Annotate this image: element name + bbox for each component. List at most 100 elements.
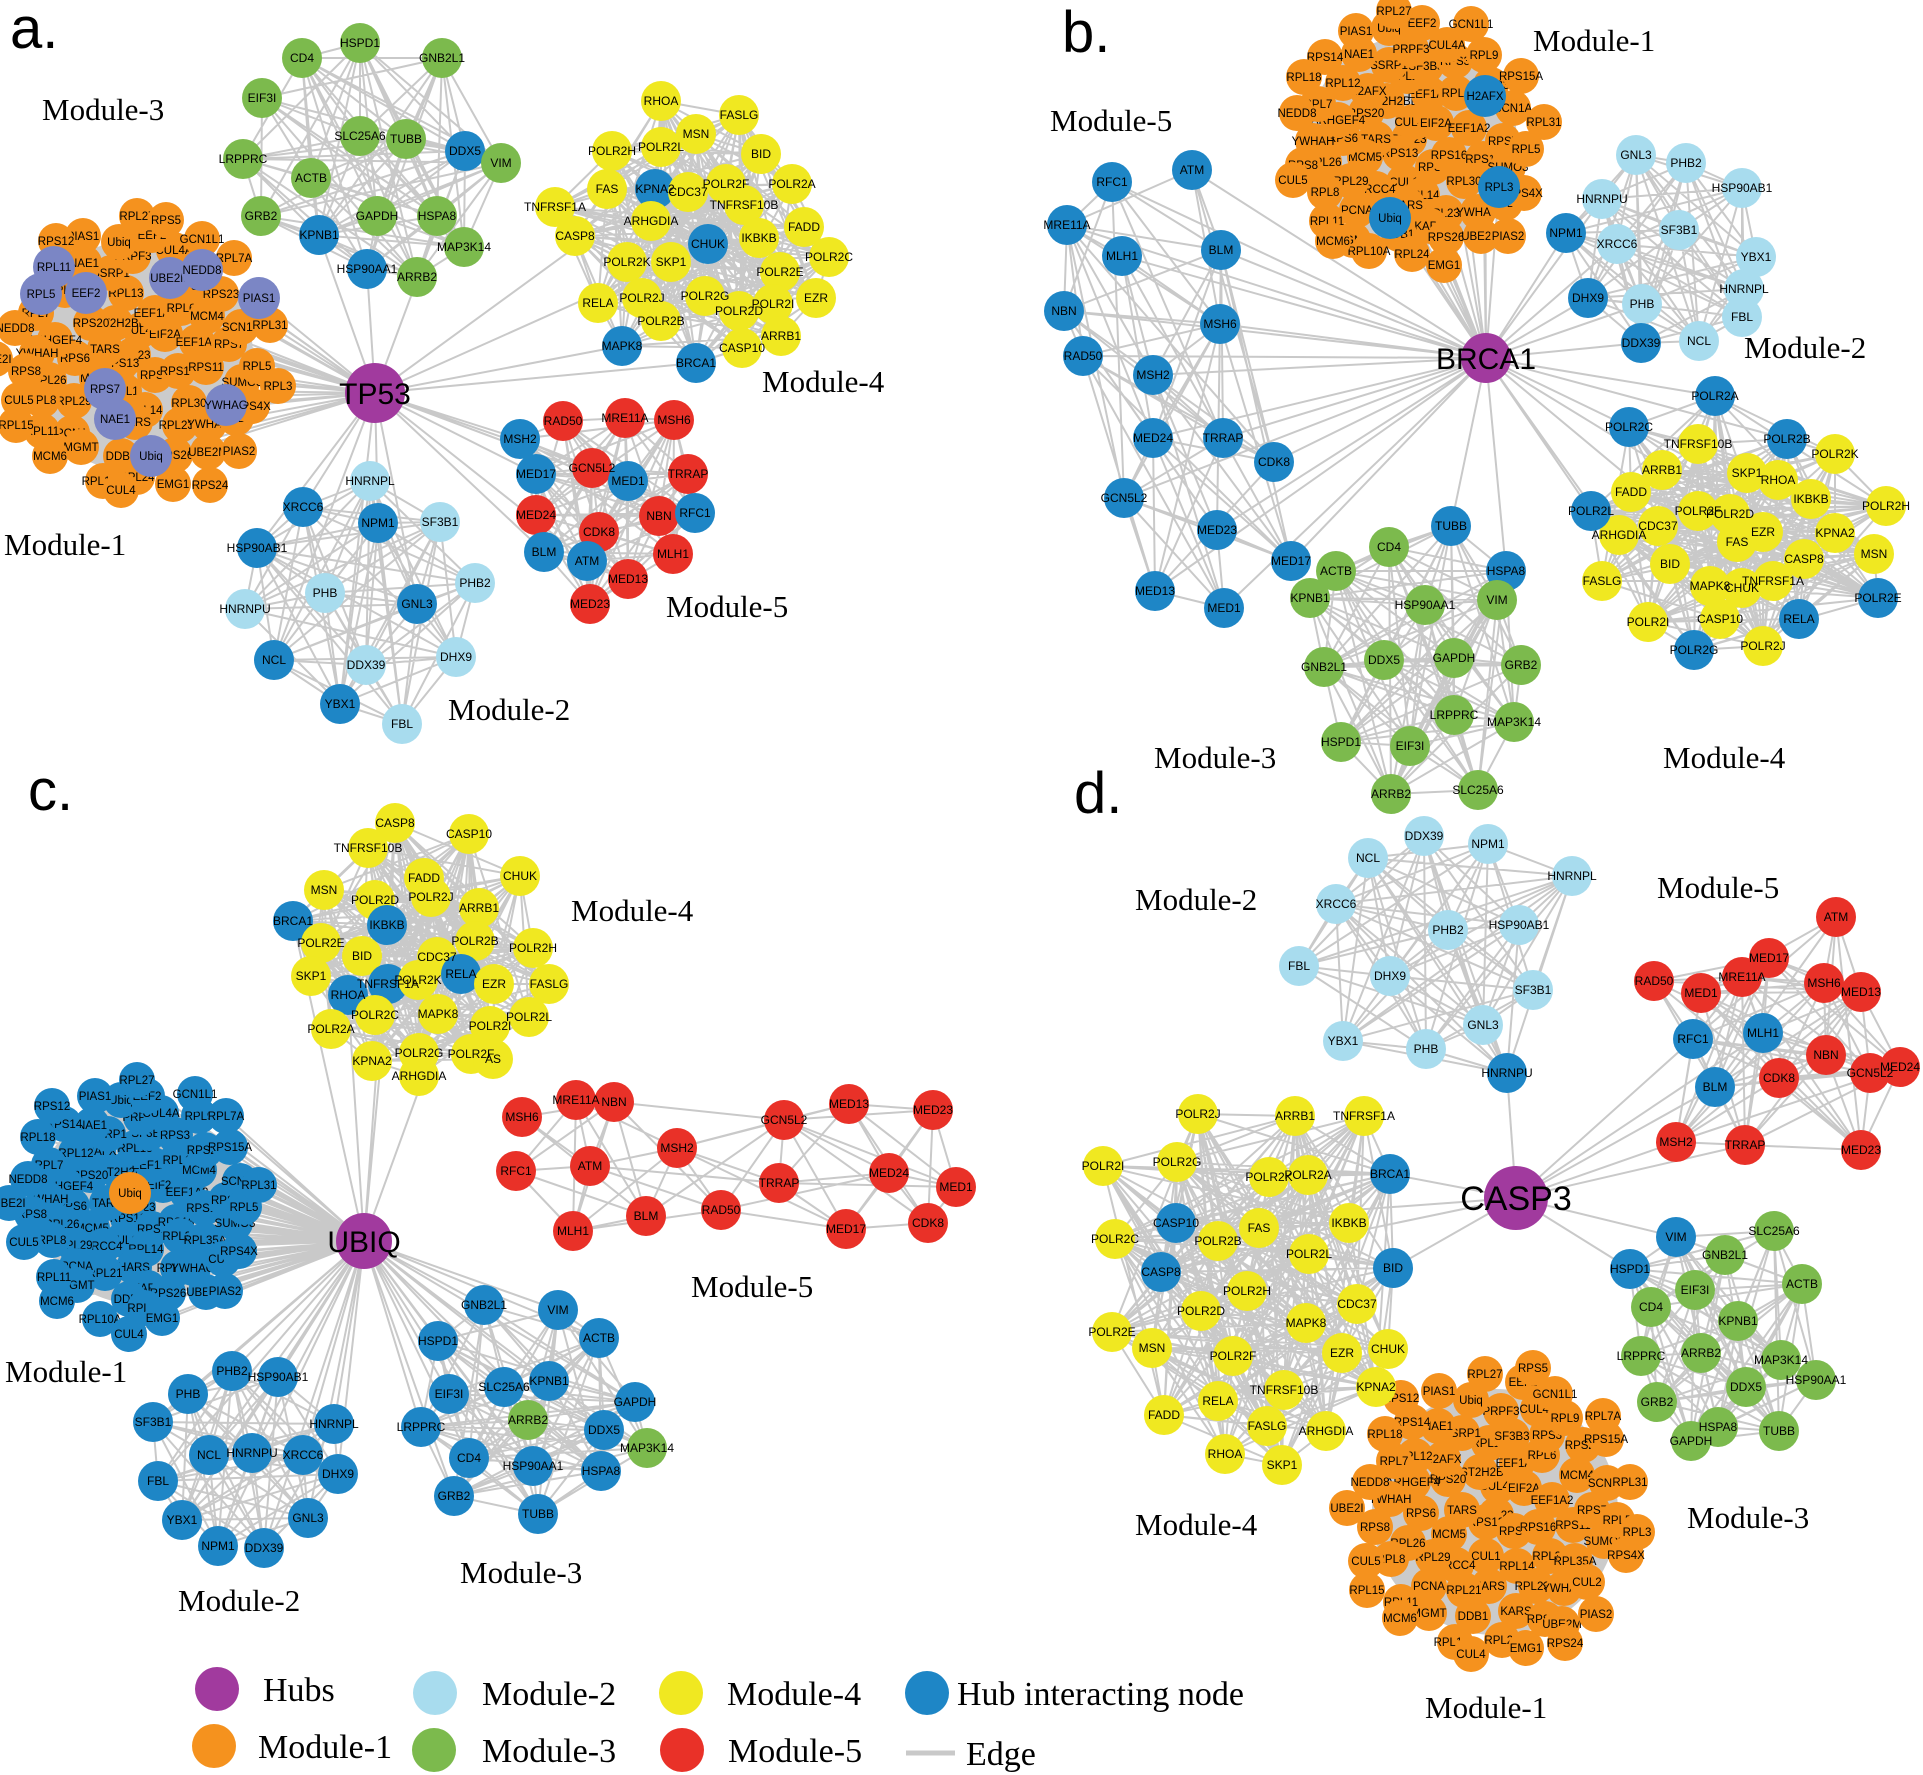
svg-text:RPL21: RPL21 <box>1446 1585 1481 1597</box>
svg-text:MSH6: MSH6 <box>505 1110 539 1124</box>
svg-text:SLC25A6: SLC25A6 <box>1452 783 1504 797</box>
svg-text:Ubiq: Ubiq <box>139 451 163 463</box>
svg-text:Module-5: Module-5 <box>691 1269 813 1304</box>
svg-text:Module-3: Module-3 <box>1154 740 1276 775</box>
svg-text:SSRP1: SSRP1 <box>1370 60 1408 72</box>
svg-text:CASP10: CASP10 <box>446 827 492 841</box>
svg-text:RPL7A: RPL7A <box>1585 1411 1622 1423</box>
svg-text:GNB2L1: GNB2L1 <box>461 1298 507 1312</box>
svg-text:POLR2B: POLR2B <box>1763 432 1810 446</box>
svg-text:POLR2A: POLR2A <box>1284 1168 1331 1182</box>
svg-text:RPL30: RPL30 <box>1446 176 1481 188</box>
svg-text:YBX1: YBX1 <box>325 697 356 711</box>
svg-text:Module-5: Module-5 <box>666 589 788 624</box>
svg-text:DDX5: DDX5 <box>449 144 481 158</box>
svg-text:NBN: NBN <box>1813 1048 1838 1062</box>
svg-text:Module-5: Module-5 <box>1657 870 1779 905</box>
svg-text:PIAS1: PIAS1 <box>67 231 100 243</box>
svg-text:KARS: KARS <box>1500 1606 1532 1618</box>
svg-text:NEDD8: NEDD8 <box>183 265 222 277</box>
svg-text:BRCA1: BRCA1 <box>273 914 313 928</box>
svg-text:XRCC6: XRCC6 <box>283 1448 324 1462</box>
svg-text:RPL18: RPL18 <box>1286 72 1321 84</box>
svg-text:CASP8: CASP8 <box>1784 552 1824 566</box>
svg-text:GNL3: GNL3 <box>1620 148 1652 162</box>
svg-text:HNRNPL: HNRNPL <box>1547 869 1597 883</box>
svg-text:RPL29: RPL29 <box>56 396 91 408</box>
svg-text:MAP3K14: MAP3K14 <box>437 240 491 254</box>
svg-text:POLR2H: POLR2H <box>509 941 557 955</box>
svg-text:RPL27: RPL27 <box>1467 1369 1502 1381</box>
svg-text:Module-1: Module-1 <box>1425 1690 1547 1725</box>
svg-text:Hubs: Hubs <box>263 1672 335 1709</box>
svg-text:NEDD8: NEDD8 <box>1351 1477 1390 1489</box>
svg-text:GCN5L2: GCN5L2 <box>761 1113 808 1127</box>
svg-text:RPL5: RPL5 <box>1512 144 1541 156</box>
svg-text:RPL30: RPL30 <box>171 398 206 410</box>
svg-text:MRE11A: MRE11A <box>552 1093 599 1107</box>
svg-text:CUL1: CUL1 <box>1471 1551 1500 1563</box>
svg-text:MED23: MED23 <box>1841 1143 1881 1157</box>
svg-text:RHOA: RHOA <box>331 988 366 1002</box>
svg-text:PHB2: PHB2 <box>216 1364 248 1378</box>
svg-text:Ubiq: Ubiq <box>1378 213 1402 225</box>
svg-text:CD4: CD4 <box>290 51 314 65</box>
svg-text:NEDD8: NEDD8 <box>9 1174 48 1186</box>
svg-text:MCM6: MCM6 <box>33 451 67 463</box>
svg-text:RPS13: RPS13 <box>1382 148 1418 160</box>
svg-text:Module-4: Module-4 <box>1663 740 1786 775</box>
svg-text:ACTB: ACTB <box>1320 564 1352 578</box>
svg-text:MSN: MSN <box>1139 1341 1166 1355</box>
svg-text:NAE1: NAE1 <box>1423 1421 1453 1433</box>
svg-text:TNFRSF10B: TNFRSF10B <box>710 198 779 212</box>
svg-text:BLM: BLM <box>634 1209 659 1223</box>
svg-text:SF3B1: SF3B1 <box>1515 983 1552 997</box>
svg-text:PHB: PHB <box>176 1387 201 1401</box>
svg-text:Module-5: Module-5 <box>1050 103 1172 138</box>
svg-text:SLC25A6: SLC25A6 <box>334 129 386 143</box>
svg-text:RPS5: RPS5 <box>151 215 181 227</box>
svg-text:MSN: MSN <box>1861 547 1888 561</box>
svg-text:CASP3: CASP3 <box>1460 1180 1572 1218</box>
svg-text:SKP1: SKP1 <box>1732 466 1763 480</box>
svg-text:RFC1: RFC1 <box>1096 175 1128 189</box>
svg-text:NAE1: NAE1 <box>1344 49 1374 61</box>
svg-text:RELA: RELA <box>582 296 613 310</box>
svg-text:GCN1L1: GCN1L1 <box>173 1089 218 1101</box>
svg-text:EIF3I: EIF3I <box>435 1387 464 1401</box>
svg-text:RPL29: RPL29 <box>1415 1552 1450 1564</box>
svg-text:EEF1A2: EEF1A2 <box>1531 1495 1574 1507</box>
svg-text:POLR2G: POLR2G <box>1153 1155 1202 1169</box>
svg-text:MED1: MED1 <box>1684 986 1718 1000</box>
svg-text:NCL: NCL <box>1687 334 1711 348</box>
svg-text:RPS26: RPS26 <box>1428 232 1464 244</box>
svg-text:Module-4: Module-4 <box>1135 1507 1258 1542</box>
svg-text:DDX39: DDX39 <box>1622 336 1661 350</box>
svg-text:RAD50: RAD50 <box>1064 349 1103 363</box>
svg-text:Module-4: Module-4 <box>727 1676 861 1713</box>
svg-text:NPM1: NPM1 <box>201 1539 235 1553</box>
svg-text:CUL4: CUL4 <box>114 1329 144 1341</box>
svg-text:PIAS1: PIAS1 <box>79 1091 112 1103</box>
svg-text:MED1: MED1 <box>939 1180 973 1194</box>
svg-text:EIF3I: EIF3I <box>1681 1283 1710 1297</box>
svg-text:POLR2I: POLR2I <box>1082 1159 1125 1173</box>
svg-text:RAD50: RAD50 <box>702 1203 741 1217</box>
svg-text:POLR2E: POLR2E <box>297 936 344 950</box>
svg-text:PIAS1: PIAS1 <box>243 293 276 305</box>
svg-text:ARRB1: ARRB1 <box>459 901 499 915</box>
svg-text:HSP90AB1: HSP90AB1 <box>1489 918 1550 932</box>
svg-text:FADD: FADD <box>1615 485 1647 499</box>
svg-text:HNRNPU: HNRNPU <box>226 1446 277 1460</box>
svg-text:SLC25A6: SLC25A6 <box>478 1380 530 1394</box>
svg-text:RPL6: RPL6 <box>1442 88 1471 100</box>
svg-text:YWHAH: YWHAH <box>1292 136 1335 148</box>
svg-text:CDC37: CDC37 <box>668 185 708 199</box>
svg-text:Module-2: Module-2 <box>1744 330 1866 365</box>
svg-text:KPNA2: KPNA2 <box>1356 1380 1396 1394</box>
svg-text:POLR2C: POLR2C <box>1605 420 1653 434</box>
svg-text:MAP3K14: MAP3K14 <box>1487 715 1541 729</box>
svg-text:CD4: CD4 <box>457 1451 481 1465</box>
svg-text:RAD50: RAD50 <box>544 414 583 428</box>
svg-text:FASLG: FASLG <box>530 977 569 991</box>
